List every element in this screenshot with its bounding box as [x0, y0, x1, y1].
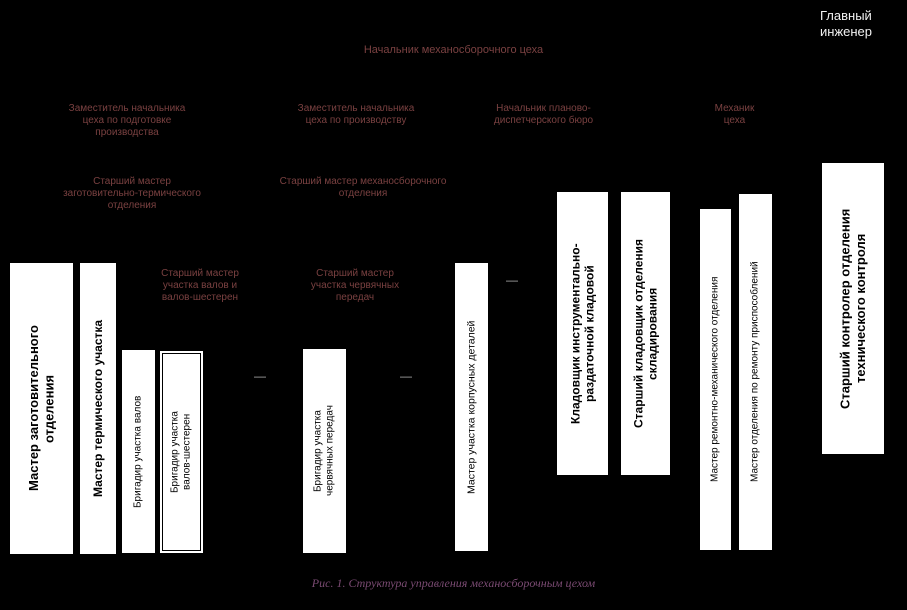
page-title: Начальник механосборочного цеха	[363, 44, 544, 56]
connector-dash: —	[400, 369, 412, 383]
box-master-blank-department: Мастер заготовительного отделения	[10, 263, 73, 554]
label-senior-master-assembly: Старший мастер механосборочного отделени…	[279, 176, 447, 199]
label-senior-master-worm-gears: Старший мастер участка червячных передач	[310, 268, 400, 303]
box-master-thermal-section: Мастер термического участка	[80, 263, 116, 554]
box-master-housing-parts: Мастер участка корпусных деталей	[455, 263, 488, 551]
box-brigadier-worm-gears: Бригадир участка червячных передач	[303, 349, 346, 553]
box-brigadier-shaft-gears: Бригадир участка валов-шестерен	[160, 351, 203, 553]
box-storekeeper-tool-crib: Кладовщик инструментально- раздаточной к…	[557, 192, 608, 475]
label-planning-bureau-chief: Начальник планово- диспетчерского бюро	[493, 103, 594, 126]
label-deputy-production: Заместитель начальника цеха по производс…	[297, 103, 415, 126]
label-deputy-preparation: Заместитель начальника цеха по подготовк…	[68, 103, 186, 138]
chief-engineer-label: Главный инженер	[820, 8, 873, 39]
box-senior-storekeeper-warehousing: Старший кладовщик отделения складировани…	[621, 192, 670, 475]
label-senior-master-blank-thermal: Старший мастер заготовительно-термическо…	[63, 176, 201, 211]
box-master-repair-mechanical: Мастер ремонтно-механического отделения	[700, 209, 731, 550]
box-senior-inspector-quality: Старший контролер отделения технического…	[822, 163, 884, 454]
connector-dash: —	[254, 369, 266, 383]
box-brigadier-shafts: Бригадир участка валов	[122, 350, 155, 553]
figure-caption: Рис. 1. Структура управления механосборо…	[311, 576, 596, 590]
box-master-fixture-repair: Мастер отделения по ремонту приспособлен…	[739, 194, 772, 550]
label-senior-master-shafts: Старший мастер участка валов и валов-шес…	[161, 268, 239, 303]
connector-dash: —	[506, 273, 518, 287]
label-shop-mechanic: Механик цеха	[714, 103, 755, 126]
